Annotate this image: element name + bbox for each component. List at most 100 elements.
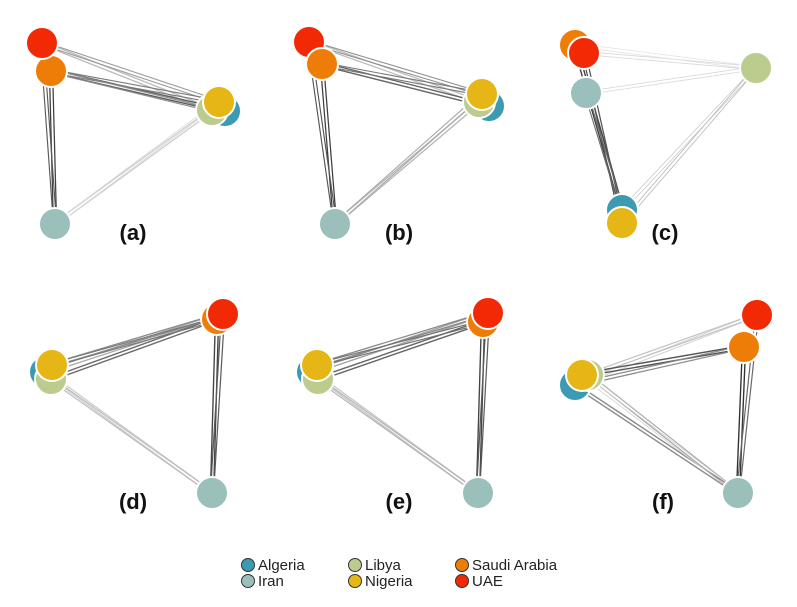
edge-libya-saudi [317, 322, 485, 382]
edge-nigeria-uae [315, 310, 489, 365]
edge-nigeria-saudi [581, 344, 745, 375]
edge-algeria-iran [573, 385, 738, 496]
edge-saudi-algeria [575, 43, 625, 211]
nodes [558, 298, 774, 510]
edge-nigeria-saudi [51, 316, 218, 365]
edge-uae-iran [212, 313, 226, 494]
panels-layer: (a) (b) (c) (d) (e) (f) [25, 25, 774, 514]
edge-saudi-nigeria [50, 68, 220, 101]
edge-iran-libya [585, 66, 757, 92]
panel-label: (f) [652, 489, 674, 514]
edge-libya-iran [316, 379, 478, 495]
edge-iran-algeria [586, 91, 625, 211]
edge-uae-libya [308, 39, 481, 102]
edge-algeria-uae [573, 312, 757, 385]
node-nigeria [465, 77, 499, 111]
legend-item-saudi: Saudi Arabia [455, 557, 558, 574]
edge-libya-algeria [620, 66, 756, 210]
edge-iran-nigeria [55, 102, 221, 226]
node-libya [739, 51, 773, 85]
edge-nigeria-saudi [316, 319, 484, 365]
edge-algeria-uae [311, 313, 490, 375]
edge-nigeria-iran [582, 373, 740, 493]
edge-algeria-iran [575, 382, 740, 493]
edge-libya-saudi [49, 316, 218, 379]
edge-uae-libya [40, 43, 213, 113]
edge-iran-nigeria [53, 100, 219, 224]
edges [43, 311, 226, 495]
legend-label: Algeria [258, 557, 305, 574]
edge-saudi-iran [475, 321, 483, 494]
edge-libya-uae [587, 315, 759, 378]
edge-uae-iran [478, 312, 491, 494]
edges [572, 43, 758, 225]
panel-b: (b) [292, 25, 506, 245]
node-nigeria [202, 85, 236, 119]
nodes [28, 297, 240, 510]
edge-saudi-iran [319, 63, 335, 225]
edges [39, 40, 227, 226]
edge-iran-algeria [583, 92, 622, 212]
legend-swatch [455, 558, 469, 572]
edge-libya-nigeria [620, 66, 756, 223]
legend-item-nigeria: Nigeria [348, 573, 413, 590]
edge-libya-uae [586, 312, 758, 375]
legend-item-iran: Iran [241, 573, 284, 590]
edge-nigeria-saudi [581, 347, 745, 378]
edge-uae-iran [209, 313, 223, 494]
legend-label: UAE [472, 573, 503, 590]
edge-uae-nigeria [41, 40, 221, 102]
panel-d: (d) [28, 297, 240, 514]
edge-libya-iran [318, 377, 480, 493]
edge-libya-nigeria [622, 68, 758, 225]
node-iran [195, 476, 229, 510]
edge-uae-nigeria [40, 43, 220, 105]
legend-item-libya: Libya [348, 557, 402, 574]
edge-uae-nigeria [308, 39, 484, 94]
node-uae [25, 26, 59, 60]
edge-saudi-iran [322, 63, 338, 225]
edge-iran-libya [585, 69, 757, 95]
node-uae [740, 298, 774, 332]
panel-f: (f) [558, 298, 774, 514]
edge-saudi-libya [574, 46, 757, 70]
edge-libya-algeria [622, 68, 758, 212]
edge-libya-iran [588, 373, 740, 493]
legend-swatch [455, 574, 469, 588]
node-iran [318, 207, 352, 241]
legend-item-uae: UAE [455, 573, 503, 590]
panel-c: (c) [558, 28, 773, 245]
legend-swatch [348, 574, 362, 588]
edge-nigeria-saudi [51, 319, 218, 368]
node-nigeria [300, 348, 334, 382]
edge-libya-saudi [316, 319, 484, 379]
edge-uae-libya [307, 42, 480, 105]
edge-saudi-algeria [320, 64, 490, 109]
node-uae [206, 297, 240, 331]
edge-saudi-iran [51, 70, 58, 225]
edge-nigeria-iran [580, 375, 738, 495]
panel-label: (e) [386, 489, 413, 514]
edge-saudi-iran [738, 346, 747, 494]
edges [573, 312, 760, 496]
node-iran [38, 207, 72, 241]
edge-saudi-nigeria [321, 61, 483, 93]
nodes [25, 26, 242, 241]
node-iran [721, 476, 755, 510]
edge-uae-iran [475, 312, 488, 494]
node-uae [567, 36, 601, 70]
node-nigeria [565, 358, 599, 392]
edge-saudi-libya [50, 68, 213, 109]
edge-uae-libya [583, 54, 757, 71]
panel-a: (a) [25, 26, 242, 245]
node-uae [471, 296, 505, 330]
edge-libya-iran [49, 379, 212, 495]
nodes [292, 25, 506, 241]
legend-swatch [348, 558, 362, 572]
panel-label: (a) [120, 220, 147, 245]
node-iran [461, 476, 495, 510]
node-saudi [305, 47, 339, 81]
panel-label: (c) [652, 220, 679, 245]
